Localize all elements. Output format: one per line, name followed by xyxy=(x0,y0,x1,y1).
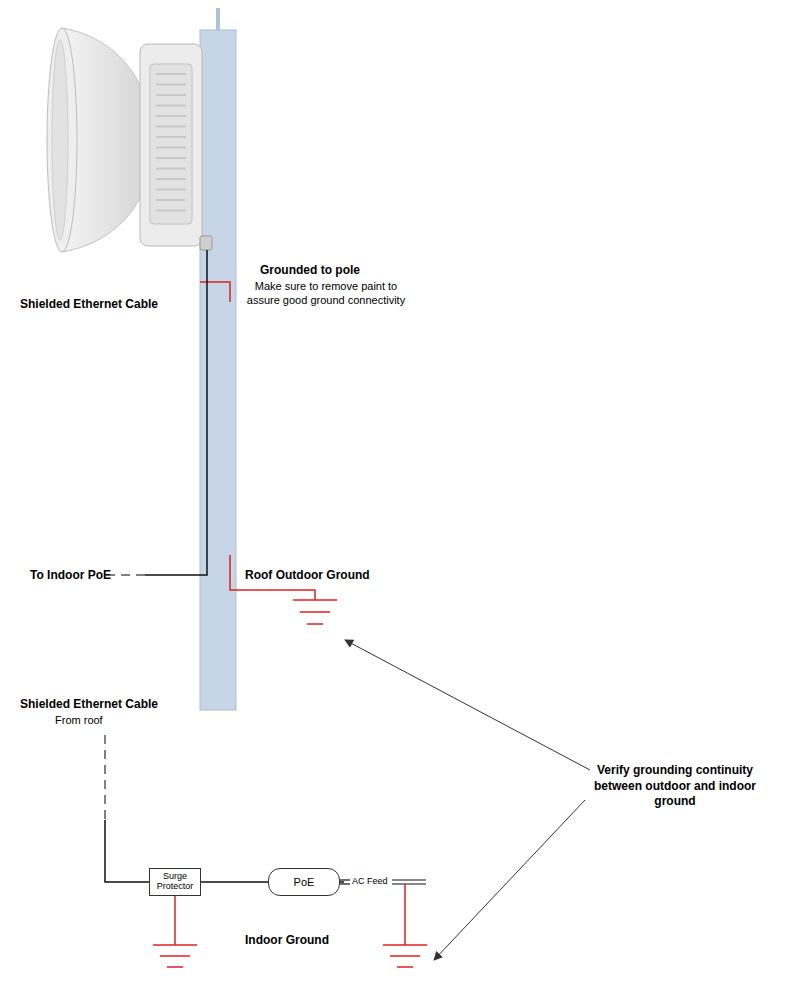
radio-housing xyxy=(140,44,202,246)
radio-fins xyxy=(156,74,186,211)
dish-face xyxy=(52,40,68,240)
cable-connector xyxy=(201,881,268,883)
ground-wire xyxy=(200,282,230,302)
cable-label: Shielded Ethernet Cable xyxy=(20,297,158,313)
fin xyxy=(156,115,186,117)
fin xyxy=(156,199,186,201)
fin xyxy=(156,168,186,170)
fin xyxy=(156,157,186,159)
callout-arrow xyxy=(434,800,585,960)
note-heading: Grounded to pole xyxy=(245,263,375,279)
surge-protector-box: Surge Protector xyxy=(149,868,201,896)
cable-label: Shielded Ethernet Cable xyxy=(20,697,158,713)
ground-symbol xyxy=(293,600,337,624)
dish-rim xyxy=(47,28,77,252)
ground-symbol xyxy=(153,945,197,967)
poe-box: PoE xyxy=(268,868,340,896)
ground-label: Roof Outdoor Ground xyxy=(245,568,370,584)
pole xyxy=(200,30,236,710)
box-text: Surge Protector xyxy=(154,872,196,892)
fin xyxy=(156,136,186,138)
fin xyxy=(156,147,186,149)
fin xyxy=(156,84,186,86)
fin xyxy=(156,126,186,128)
callout-arrow xyxy=(345,640,590,770)
ground-label: Indoor Ground xyxy=(245,933,329,949)
fin xyxy=(156,105,186,107)
fin xyxy=(156,178,186,180)
note-text: Make sure to remove paint to assure good… xyxy=(240,279,412,308)
box-text: PoE xyxy=(294,876,315,888)
cord-label: AC Feed xyxy=(352,876,388,888)
cable-note: From roof xyxy=(55,713,103,727)
ground-symbol xyxy=(383,945,427,967)
pole-top xyxy=(216,8,220,32)
ground-wire xyxy=(404,884,406,945)
ethernet-cable-continues xyxy=(104,735,106,820)
callout-note: Verify grounding continuity between outd… xyxy=(578,763,772,810)
fin xyxy=(156,73,186,75)
cable-label: To Indoor PoE xyxy=(30,568,111,584)
radio-panel xyxy=(150,64,192,224)
antenna xyxy=(47,28,212,252)
cable-connector xyxy=(200,236,212,250)
fin xyxy=(156,94,186,96)
fin xyxy=(156,210,186,212)
fin xyxy=(156,189,186,191)
